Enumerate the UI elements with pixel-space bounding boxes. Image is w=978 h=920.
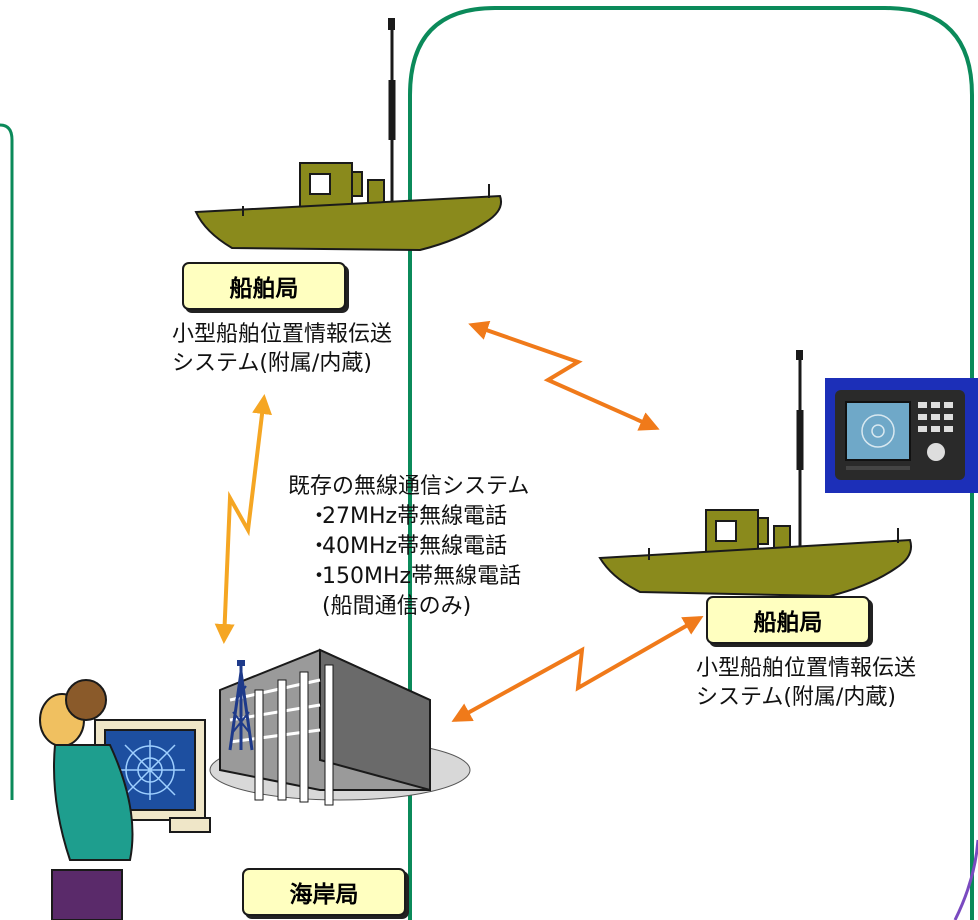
description-line: システム(附属/内蔵)	[696, 685, 896, 710]
description-line: 小型船舶位置情報伝送	[696, 656, 917, 681]
list-item: ・27MHz帯無線電話	[308, 504, 508, 529]
list-item: ・40MHz帯無線電話	[308, 534, 508, 559]
frame-accent-purple	[953, 839, 978, 920]
frame-border	[408, 6, 974, 920]
ship-icon	[598, 350, 912, 598]
coast-station-label: 海岸局	[242, 868, 406, 916]
communication-systems-text: 既存の無線通信システム ・27MHz帯無線電話 ・40MHz帯無線電話 ・150…	[288, 472, 529, 622]
link-arrow-top-to-coast	[214, 394, 273, 644]
communication-note: (船間通信のみ)	[322, 594, 472, 619]
description-line: システム(附属/内蔵)	[172, 351, 372, 376]
ship-station-label-right: 船舶局	[706, 596, 870, 644]
link-arrow-top-to-right	[468, 320, 660, 431]
ship-station-description-top: 小型船舶位置情報伝送 システム(附属/内蔵)	[172, 320, 392, 378]
frame-left-bracket	[0, 123, 14, 800]
ship-station-description-right: 小型船舶位置情報伝送 システム(附属/内蔵)	[696, 654, 916, 712]
list-item: ・150MHz帯無線電話	[308, 564, 522, 589]
description-line: 小型船舶位置情報伝送	[172, 322, 393, 347]
coast-station-building-icon	[209, 648, 471, 806]
operator-computer-icon	[39, 679, 211, 920]
communication-title: 既存の無線通信システム	[288, 474, 530, 499]
ship-station-label-top: 船舶局	[182, 262, 346, 310]
antenna-tower-icon	[228, 660, 254, 751]
link-arrow-coast-to-right	[451, 616, 704, 722]
communication-list: ・27MHz帯無線電話 ・40MHz帯無線電話 ・150MHz帯無線電話	[288, 502, 529, 592]
ship-icon	[194, 18, 502, 252]
radio-device-icon	[825, 378, 978, 493]
